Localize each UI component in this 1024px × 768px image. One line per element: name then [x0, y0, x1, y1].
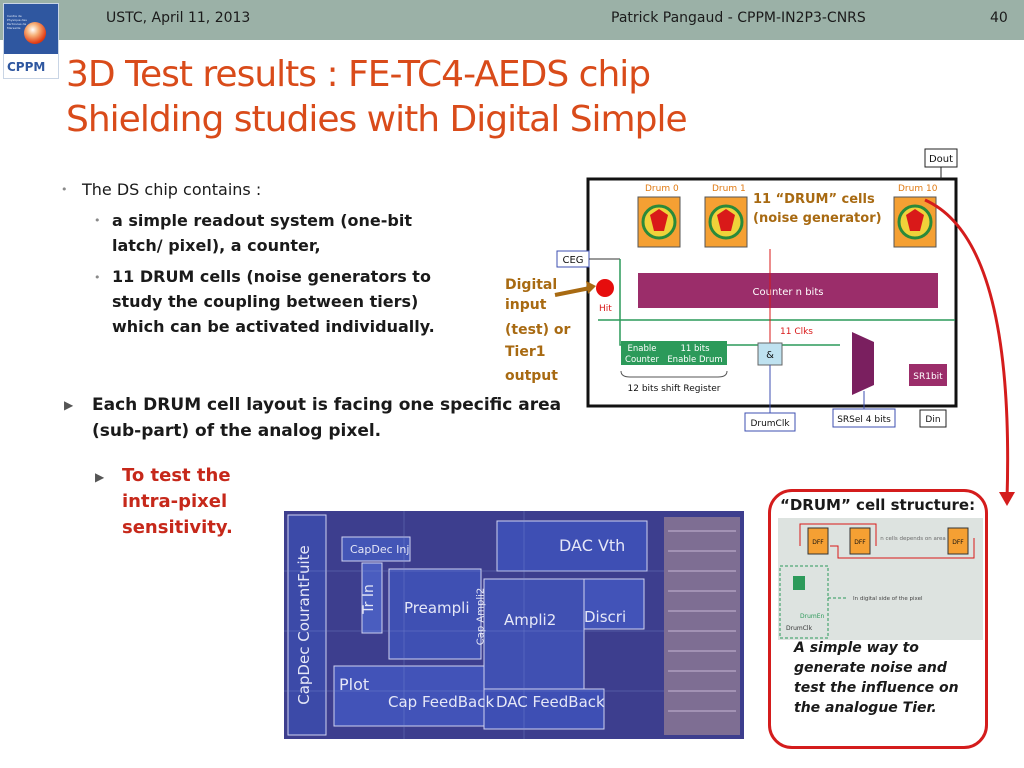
- drum-structure-diagram: DFF DFF DFF n cells depends on area In d…: [778, 518, 983, 640]
- title-line-1: 3D Test results : FE-TC4-AEDS chip: [66, 54, 651, 95]
- dff-label-2: DFF: [854, 539, 866, 546]
- layout-courant: CapDec CourantFuite: [295, 545, 313, 705]
- sub-bullet-1: a simple readout system (one-bit latch/ …: [112, 211, 412, 255]
- drum0-label: Drum 0: [645, 184, 679, 194]
- drumclk-note-label: DrumClk: [786, 625, 813, 632]
- layout-discri: Discri: [584, 608, 627, 626]
- logo-wordmark: CPPM: [7, 60, 46, 74]
- ds-block-diagram: Dout Drum 0 Drum 1 Drum 10 11 “DRUM” cel…: [500, 145, 970, 435]
- main-bullet: Each DRUM cell layout is facing one spec…: [92, 395, 562, 441]
- clks-label: 11 Clks: [780, 327, 813, 337]
- hit-dot: [596, 279, 614, 297]
- callout-text: A simple way to generate noise and test …: [794, 640, 959, 716]
- drum10-label: Drum 10: [898, 184, 938, 194]
- drum-note-line-2: (noise generator): [753, 211, 882, 226]
- n-cells-note: n cells depends on area: [880, 536, 946, 542]
- sr1bit-label: SR1bit: [913, 372, 943, 382]
- callout-arrow: [924, 198, 1015, 506]
- layout-dac-feedback: DAC FeedBack: [496, 693, 605, 711]
- drum1-label: Drum 1: [712, 184, 746, 194]
- digital-input-line-4: Tier1: [505, 344, 546, 360]
- digital-input-arrowhead: [586, 281, 596, 294]
- din-label: Din: [925, 415, 940, 425]
- page-number: 40: [990, 10, 1008, 26]
- layout-cap-ampli2: Cap Ampli2: [475, 587, 487, 646]
- digital-input-line-3: (test) or: [505, 322, 571, 338]
- mux-shape: [852, 332, 874, 395]
- drum-note-line-1: 11 “DRUM” cells: [753, 192, 875, 207]
- header-bar: [0, 0, 1024, 40]
- dout-label: Dout: [929, 154, 953, 165]
- slide-title: 3D Test results : FE-TC4-AEDS chip Shiel…: [66, 52, 688, 142]
- bullet-dot-icon: •: [61, 183, 68, 196]
- drum-structure-svg: DFF DFF DFF n cells depends on area In d…: [779, 523, 975, 639]
- title-line-2: Shielding studies with Digital Simple: [66, 99, 688, 140]
- cppm-logo: Centre de Physique des Particules de Mar…: [3, 3, 59, 79]
- header-author-text: Patrick Pangaud - CPPM-IN2P3-CNRS: [611, 10, 866, 26]
- layout-dac-vth: DAC Vth: [559, 536, 626, 555]
- drum-cell-10: [893, 196, 937, 248]
- dff-label-1: DFF: [812, 539, 824, 546]
- layout-preampli: Preampli: [404, 599, 470, 617]
- enable-drum-box: [663, 341, 727, 365]
- arrow-bullet-icon: ▶: [64, 398, 74, 412]
- chip-layout-image: CapDec Inj DAC Vth CapDec CourantFuite T…: [284, 511, 744, 739]
- digital-input-line-1: Digital: [505, 277, 557, 293]
- logo-badge: Centre de Physique des Particules de Mar…: [4, 4, 58, 54]
- layout-capdec-inj: CapDec Inj: [350, 543, 410, 556]
- bullet-intro: The DS chip contains :: [82, 180, 262, 199]
- chip-layout-svg: [284, 511, 744, 739]
- digital-side-note: In digital side of the pixel: [853, 596, 923, 602]
- layout-cap-feedback: Cap FeedBack: [388, 693, 495, 711]
- drum-cell-1: [704, 196, 748, 248]
- red-bullet: To test the intra-pixel sensitivity.: [122, 465, 233, 538]
- srsel-label: SRSel 4 bits: [837, 415, 891, 425]
- ceg-label: CEG: [562, 255, 583, 266]
- sub-bullet-2: 11 DRUM cells (noise generators to study…: [112, 267, 435, 336]
- digital-input-line-2: input: [505, 297, 547, 313]
- sub-bullet-dot-icon: •: [94, 271, 101, 284]
- enable-counter-box: [621, 341, 663, 365]
- enable-drum-line-2: Enable Drum: [667, 355, 722, 365]
- counter-bar: [638, 273, 938, 308]
- enable-counter-line-2: Counter: [625, 355, 659, 365]
- and-gate-label: &: [766, 350, 774, 361]
- enable-drum-line-1: 11 bits: [680, 344, 710, 354]
- digital-input-arrow: [554, 286, 591, 297]
- dff-label-3: DFF: [952, 539, 964, 546]
- counter-label: Counter n bits: [753, 287, 824, 298]
- sr1bit-box: [909, 364, 947, 386]
- drumen-label: DrumEn: [800, 613, 825, 620]
- layout-ampli2: Ampli2: [504, 611, 557, 629]
- sub-bullet-dot-icon: •: [94, 214, 101, 227]
- enable-counter-line-1: Enable: [628, 344, 657, 354]
- drumclk-label: DrumClk: [750, 419, 790, 429]
- layout-trin: Tr In: [360, 584, 377, 614]
- drum-cell-0: [637, 196, 681, 248]
- logo-globe-icon: [24, 22, 46, 44]
- din-box: [919, 409, 947, 428]
- arrow-bullet-icon: ▶: [95, 470, 105, 484]
- digital-input-line-5: output: [505, 368, 558, 384]
- shift-register-label: 12 bits shift Register: [628, 384, 721, 394]
- logo-small-text: Centre de Physique des Particules de Mar…: [7, 14, 27, 30]
- callout-title: “DRUM” cell structure:: [780, 496, 976, 514]
- hit-label: Hit: [599, 304, 612, 314]
- header-left-text: USTC, April 11, 2013: [106, 10, 251, 26]
- block-diagram-svg: Dout Drum 0 Drum 1 Drum 10 11 “DRUM” cel…: [505, 148, 958, 432]
- shift-register-bracket: [620, 370, 728, 378]
- layout-plot: Plot: [339, 675, 370, 694]
